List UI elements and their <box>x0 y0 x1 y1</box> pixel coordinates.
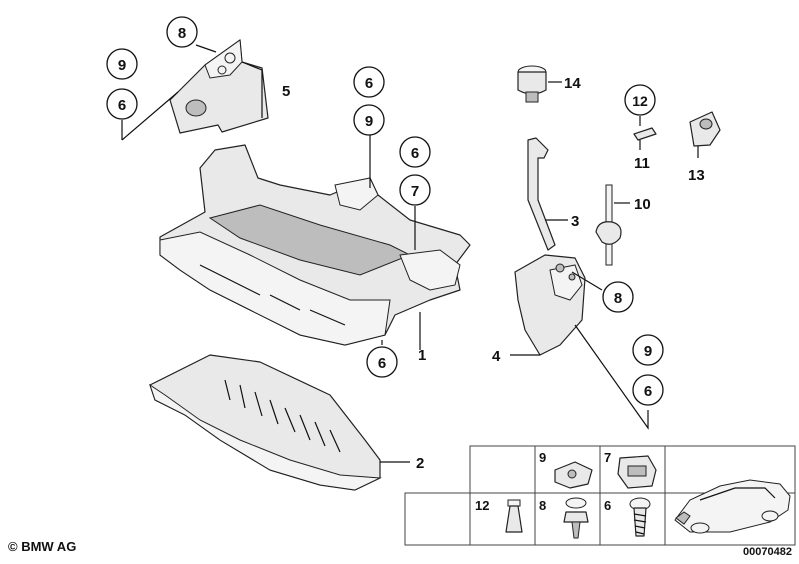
callout-9-mid: 9 <box>353 104 385 136</box>
label-13: 13 <box>688 167 705 184</box>
callout-6-mid: 6 <box>353 66 385 98</box>
grid-part-6-screw <box>629 497 651 537</box>
callout-leaders <box>121 44 649 430</box>
grid-label-6: 6 <box>604 498 611 513</box>
part-3-support-strip <box>527 137 568 251</box>
grid-label-9: 9 <box>539 450 546 465</box>
part-4-side-deflector <box>510 254 603 356</box>
svg-text:6: 6 <box>378 355 386 372</box>
callout-12: 12 <box>624 84 656 116</box>
svg-text:9: 9 <box>365 113 373 130</box>
svg-text:8: 8 <box>614 290 622 307</box>
part-1-front-carrier <box>159 144 471 350</box>
label-3: 3 <box>571 213 579 230</box>
grid-part-8-push-rivet <box>563 497 589 539</box>
part-5-bracket <box>169 39 269 134</box>
grid-label-8: 8 <box>539 498 546 513</box>
svg-text:6: 6 <box>411 145 419 162</box>
callout-6-right: 6 <box>632 374 664 406</box>
label-4: 4 <box>492 348 501 365</box>
grid-label-12: 12 <box>475 498 489 513</box>
label-11: 11 <box>634 155 650 172</box>
part-11-clip <box>633 127 657 150</box>
part-13-expansion-nut <box>689 111 721 158</box>
callout-8-top: 8 <box>166 16 198 48</box>
svg-text:6: 6 <box>365 75 373 92</box>
label-1: 1 <box>418 347 426 364</box>
callout-8-right: 8 <box>602 281 634 313</box>
part-10-cable-tie <box>595 184 630 266</box>
svg-text:7: 7 <box>411 183 419 200</box>
svg-text:6: 6 <box>644 383 652 400</box>
label-2: 2 <box>416 455 424 472</box>
grid-part-9-speed-nut <box>554 461 593 489</box>
svg-text:9: 9 <box>644 343 652 360</box>
callout-9-left: 9 <box>106 48 138 80</box>
fastener-grid: 9 7 12 8 6 <box>404 445 796 546</box>
label-10: 10 <box>634 196 651 213</box>
car-locator-icon <box>674 479 791 534</box>
grid-label-7: 7 <box>604 450 611 465</box>
copyright-text: © BMW AG <box>8 539 76 554</box>
callout-9-right: 9 <box>632 334 664 366</box>
grid-part-7-clip-nut <box>617 455 657 489</box>
svg-text:9: 9 <box>118 57 126 74</box>
label-14: 14 <box>564 75 581 92</box>
callout-6-bottom: 6 <box>366 346 398 378</box>
callout-6-left: 6 <box>106 88 138 120</box>
svg-text:6: 6 <box>118 97 126 114</box>
callout-6-mid2: 6 <box>399 136 431 168</box>
callout-7-mid: 7 <box>399 174 431 206</box>
drawing-number: 00070482 <box>743 546 792 558</box>
part-14-buffer <box>517 65 562 103</box>
svg-text:12: 12 <box>632 93 648 109</box>
grid-part-12-expanding-rivet <box>505 499 523 533</box>
svg-text:8: 8 <box>178 25 186 42</box>
part-2-underbody-shield <box>149 354 410 491</box>
label-5: 5 <box>282 83 290 100</box>
